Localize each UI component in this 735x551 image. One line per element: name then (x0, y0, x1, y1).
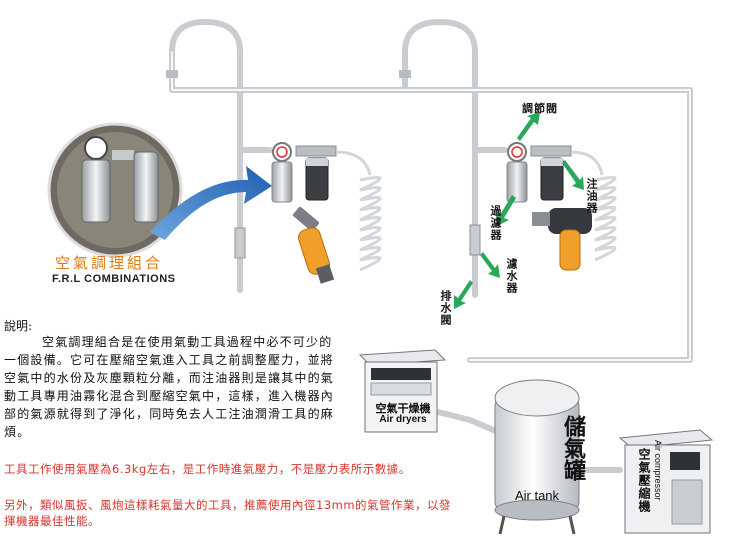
callout-water-filter: 濾水器 (505, 258, 518, 294)
dryer-label-zh: 空氣干燥機 (375, 402, 431, 415)
callout-filter: 過濾器 (489, 205, 502, 241)
frl-title: 空氣調理組合 (55, 254, 164, 272)
note-pressure: 工具工作使用氣壓為6.3kg左右，是工作時進氣壓力，不是壓力表所示數據。 (4, 462, 411, 476)
drain-valves (166, 70, 481, 259)
coil-hose-right (570, 150, 617, 262)
note-hose: 另外，類似風扳、風炮這樣耗氣量大的工具，推薦使用內徑13mm的氣管作業，以發揮機… (4, 498, 452, 528)
air-tank-icon (494, 379, 580, 535)
air-tool-left-icon (293, 206, 335, 284)
frl-photo-inset (47, 122, 183, 258)
callout-lubricator: 注油器 (585, 178, 598, 214)
blue-arrow-icon (150, 166, 272, 240)
arrow-filter-icon (496, 195, 516, 226)
tank-label-zh: 儲氣罐 (560, 414, 586, 481)
callout-regulator: 調節閥 (522, 102, 558, 115)
dryer-label-en: Air dryers (379, 414, 427, 425)
description-title: 說明: (4, 319, 33, 333)
coil-hose-left (335, 150, 382, 272)
callout-drain-valve: 排水閥 (439, 290, 452, 326)
air-compressor-icon (618, 429, 714, 534)
arrow-lubricator-icon (562, 160, 584, 190)
arrow-water-filter-icon (480, 252, 500, 278)
air-dryer-icon (358, 349, 447, 433)
arrow-regulator-icon (517, 112, 540, 141)
arrow-drain-icon (454, 280, 473, 309)
tank-label-en: Air tank (514, 488, 560, 503)
compressor-label-zh: 空氣壓縮機 (637, 448, 651, 513)
compressor-label-en: Air compressor (653, 440, 663, 501)
callout-arrows (454, 112, 584, 309)
frl-subtitle: F.R.L COMBINATIONS (52, 273, 176, 285)
air-tool-right-icon (532, 208, 592, 271)
description-body: 空氣調理組合是在使用氣動工具過程中必不可少的一個設備。它可在壓縮空氣進入工具之前… (4, 335, 335, 439)
frl-unit-left (271, 142, 337, 203)
frl-unit-right (506, 142, 572, 203)
